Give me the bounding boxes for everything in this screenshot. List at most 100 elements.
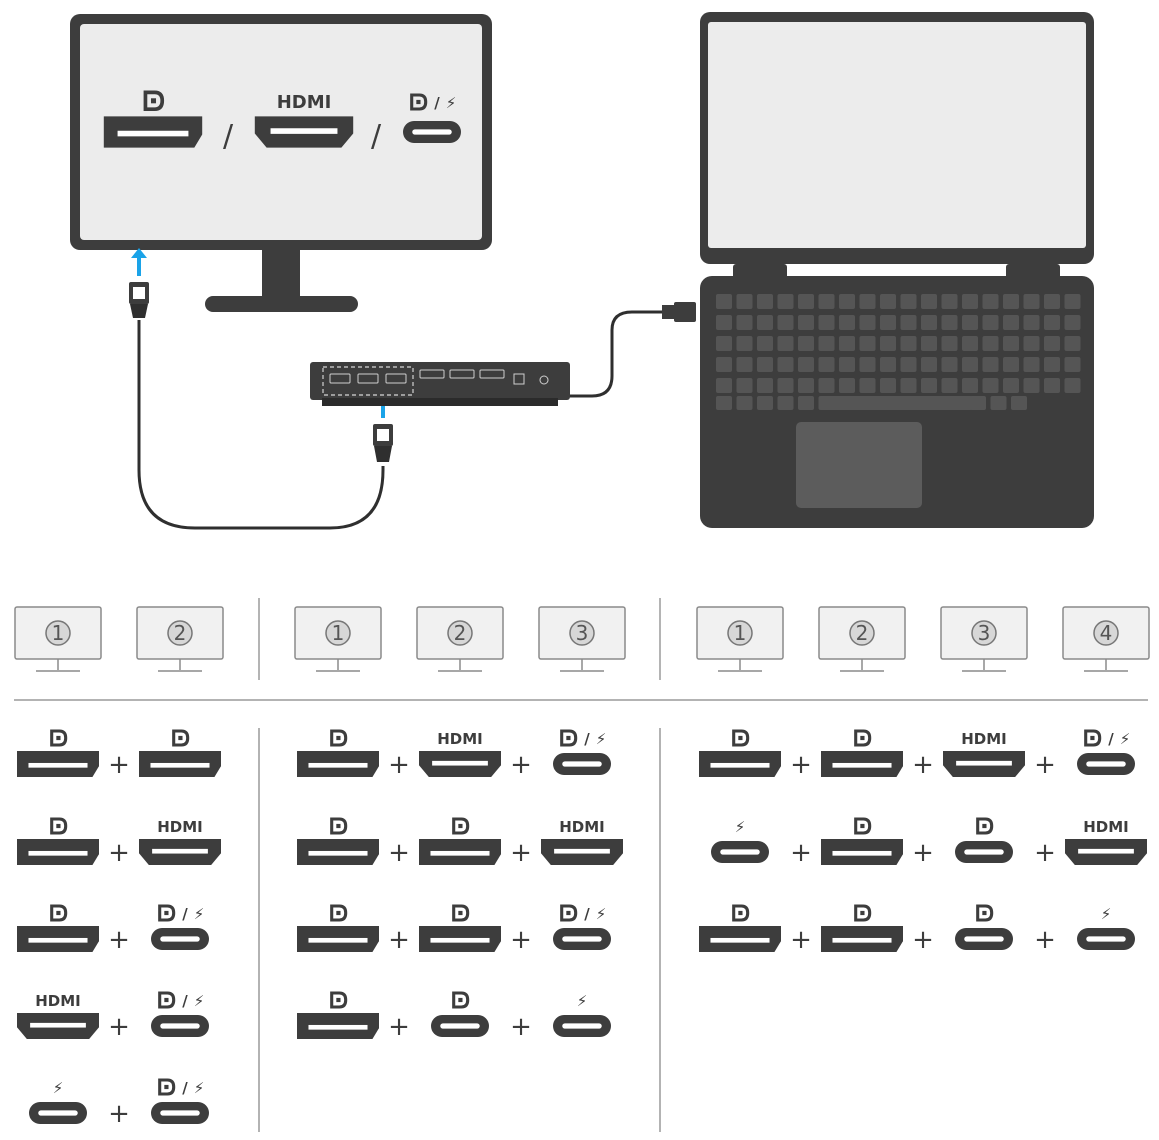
displayport-port bbox=[297, 817, 379, 865]
monitor-number: 2 bbox=[856, 621, 869, 645]
displayport-port bbox=[17, 729, 99, 777]
keyboard-key bbox=[777, 378, 794, 393]
keyboard-key bbox=[757, 378, 773, 393]
hdmi-label: HDMI bbox=[437, 730, 483, 748]
displayport-port bbox=[297, 729, 379, 777]
keyboard-key bbox=[777, 294, 794, 309]
plus-sign: + bbox=[510, 838, 532, 868]
laptop-keyboard bbox=[716, 294, 1081, 410]
keyboard-key bbox=[859, 315, 876, 330]
keyboard-key bbox=[1023, 336, 1040, 351]
configuration-row: +++⚡ bbox=[699, 904, 1135, 955]
keyboard-key bbox=[798, 336, 814, 351]
usb-c-port: /⚡ bbox=[151, 904, 209, 950]
displayport-icon bbox=[50, 904, 68, 922]
usb-c-port: /⚡ bbox=[553, 904, 611, 950]
keyboard-key bbox=[921, 315, 937, 330]
slash-label: / bbox=[182, 905, 188, 923]
thunderbolt-icon: ⚡ bbox=[194, 1079, 205, 1097]
keyboard-key bbox=[716, 336, 732, 351]
keyboard-key bbox=[880, 315, 896, 330]
keyboard-key bbox=[1003, 294, 1019, 309]
configuration-row: + /⚡ bbox=[17, 904, 209, 955]
keyboard-key bbox=[757, 336, 773, 351]
keyboard-key bbox=[880, 336, 896, 351]
monitor-icon: 1 bbox=[14, 606, 102, 672]
keyboard-key bbox=[716, 378, 732, 393]
hdmi-port: HDMI bbox=[943, 730, 1025, 777]
configuration-row: +HDMI+/⚡ bbox=[297, 729, 611, 780]
arrow-up-icon bbox=[131, 248, 147, 276]
keyboard-key bbox=[962, 336, 978, 351]
monitor-number: 1 bbox=[52, 621, 65, 645]
displayport-port bbox=[17, 817, 99, 865]
plus-sign: + bbox=[912, 750, 934, 780]
displayport-icon bbox=[410, 93, 428, 111]
keyboard-key bbox=[839, 336, 855, 351]
keyboard-key bbox=[941, 336, 958, 351]
plus-sign: + bbox=[1034, 838, 1056, 868]
keyboard-key bbox=[900, 336, 917, 351]
keyboard-key bbox=[798, 294, 814, 309]
keyboard-key bbox=[859, 294, 876, 309]
displayport-icon bbox=[732, 729, 750, 747]
displayport-port bbox=[103, 90, 203, 148]
keyboard-key bbox=[982, 378, 999, 393]
usb-c-port: ⚡ bbox=[553, 992, 611, 1037]
thunderbolt-icon: ⚡ bbox=[735, 818, 746, 836]
usb-c-port: ⚡ bbox=[711, 818, 769, 863]
keyboard-key bbox=[941, 357, 958, 372]
keyboard-key bbox=[757, 315, 773, 330]
keyboard-key bbox=[839, 294, 855, 309]
docking-station bbox=[310, 362, 570, 406]
keyboard-key bbox=[990, 396, 1007, 410]
displayport-icon bbox=[330, 729, 348, 747]
hdmi-label: HDMI bbox=[157, 818, 203, 836]
keyboard-key bbox=[798, 357, 814, 372]
keyboard-key bbox=[1064, 315, 1081, 330]
keyboard-key bbox=[736, 315, 753, 330]
keyboard-key bbox=[880, 294, 896, 309]
keyboard-key bbox=[1044, 315, 1060, 330]
displayport-port bbox=[821, 904, 903, 952]
usb-c-port: ⚡ bbox=[1077, 905, 1135, 950]
usb-c-port: /⚡ bbox=[403, 93, 461, 143]
keyboard-key bbox=[798, 378, 814, 393]
keyboard-key bbox=[716, 315, 732, 330]
keyboard-key bbox=[1064, 294, 1081, 309]
keyboard-key bbox=[962, 294, 978, 309]
usb-c-port: ⚡ bbox=[29, 1079, 87, 1124]
monitor-number: 1 bbox=[734, 621, 747, 645]
plus-sign: + bbox=[388, 1012, 410, 1042]
keyboard-key bbox=[716, 396, 732, 410]
keyboard-key bbox=[941, 294, 958, 309]
keyboard-key bbox=[970, 396, 986, 410]
plus-sign: + bbox=[388, 925, 410, 955]
keyboard-key bbox=[736, 378, 753, 393]
monitor-icon: 1 bbox=[696, 606, 784, 672]
displayport-icon bbox=[50, 817, 68, 835]
keyboard-key bbox=[818, 378, 835, 393]
keyboard-key bbox=[777, 357, 794, 372]
displayport-icon bbox=[854, 729, 872, 747]
displayport-port bbox=[297, 991, 379, 1039]
configuration-row: + bbox=[17, 729, 221, 780]
displayport-port bbox=[17, 904, 99, 952]
hdmi-label: HDMI bbox=[961, 730, 1007, 748]
monitor-icon: 3 bbox=[538, 606, 626, 672]
plus-sign: + bbox=[388, 750, 410, 780]
displayport-icon bbox=[158, 991, 176, 1009]
plus-sign: + bbox=[108, 925, 130, 955]
displayport-icon bbox=[330, 991, 348, 1009]
monitor-icon: 2 bbox=[416, 606, 504, 672]
monitor-input-ports: /HDMI//⚡ bbox=[103, 90, 461, 154]
displayport-icon bbox=[330, 904, 348, 922]
displayport-icon bbox=[560, 729, 578, 747]
keyboard-key bbox=[839, 378, 855, 393]
keyboard-key bbox=[921, 378, 937, 393]
usb-c-port: /⚡ bbox=[553, 729, 611, 775]
plus-sign: + bbox=[1034, 750, 1056, 780]
keyboard-key bbox=[736, 357, 753, 372]
keyboard-key bbox=[818, 396, 979, 410]
